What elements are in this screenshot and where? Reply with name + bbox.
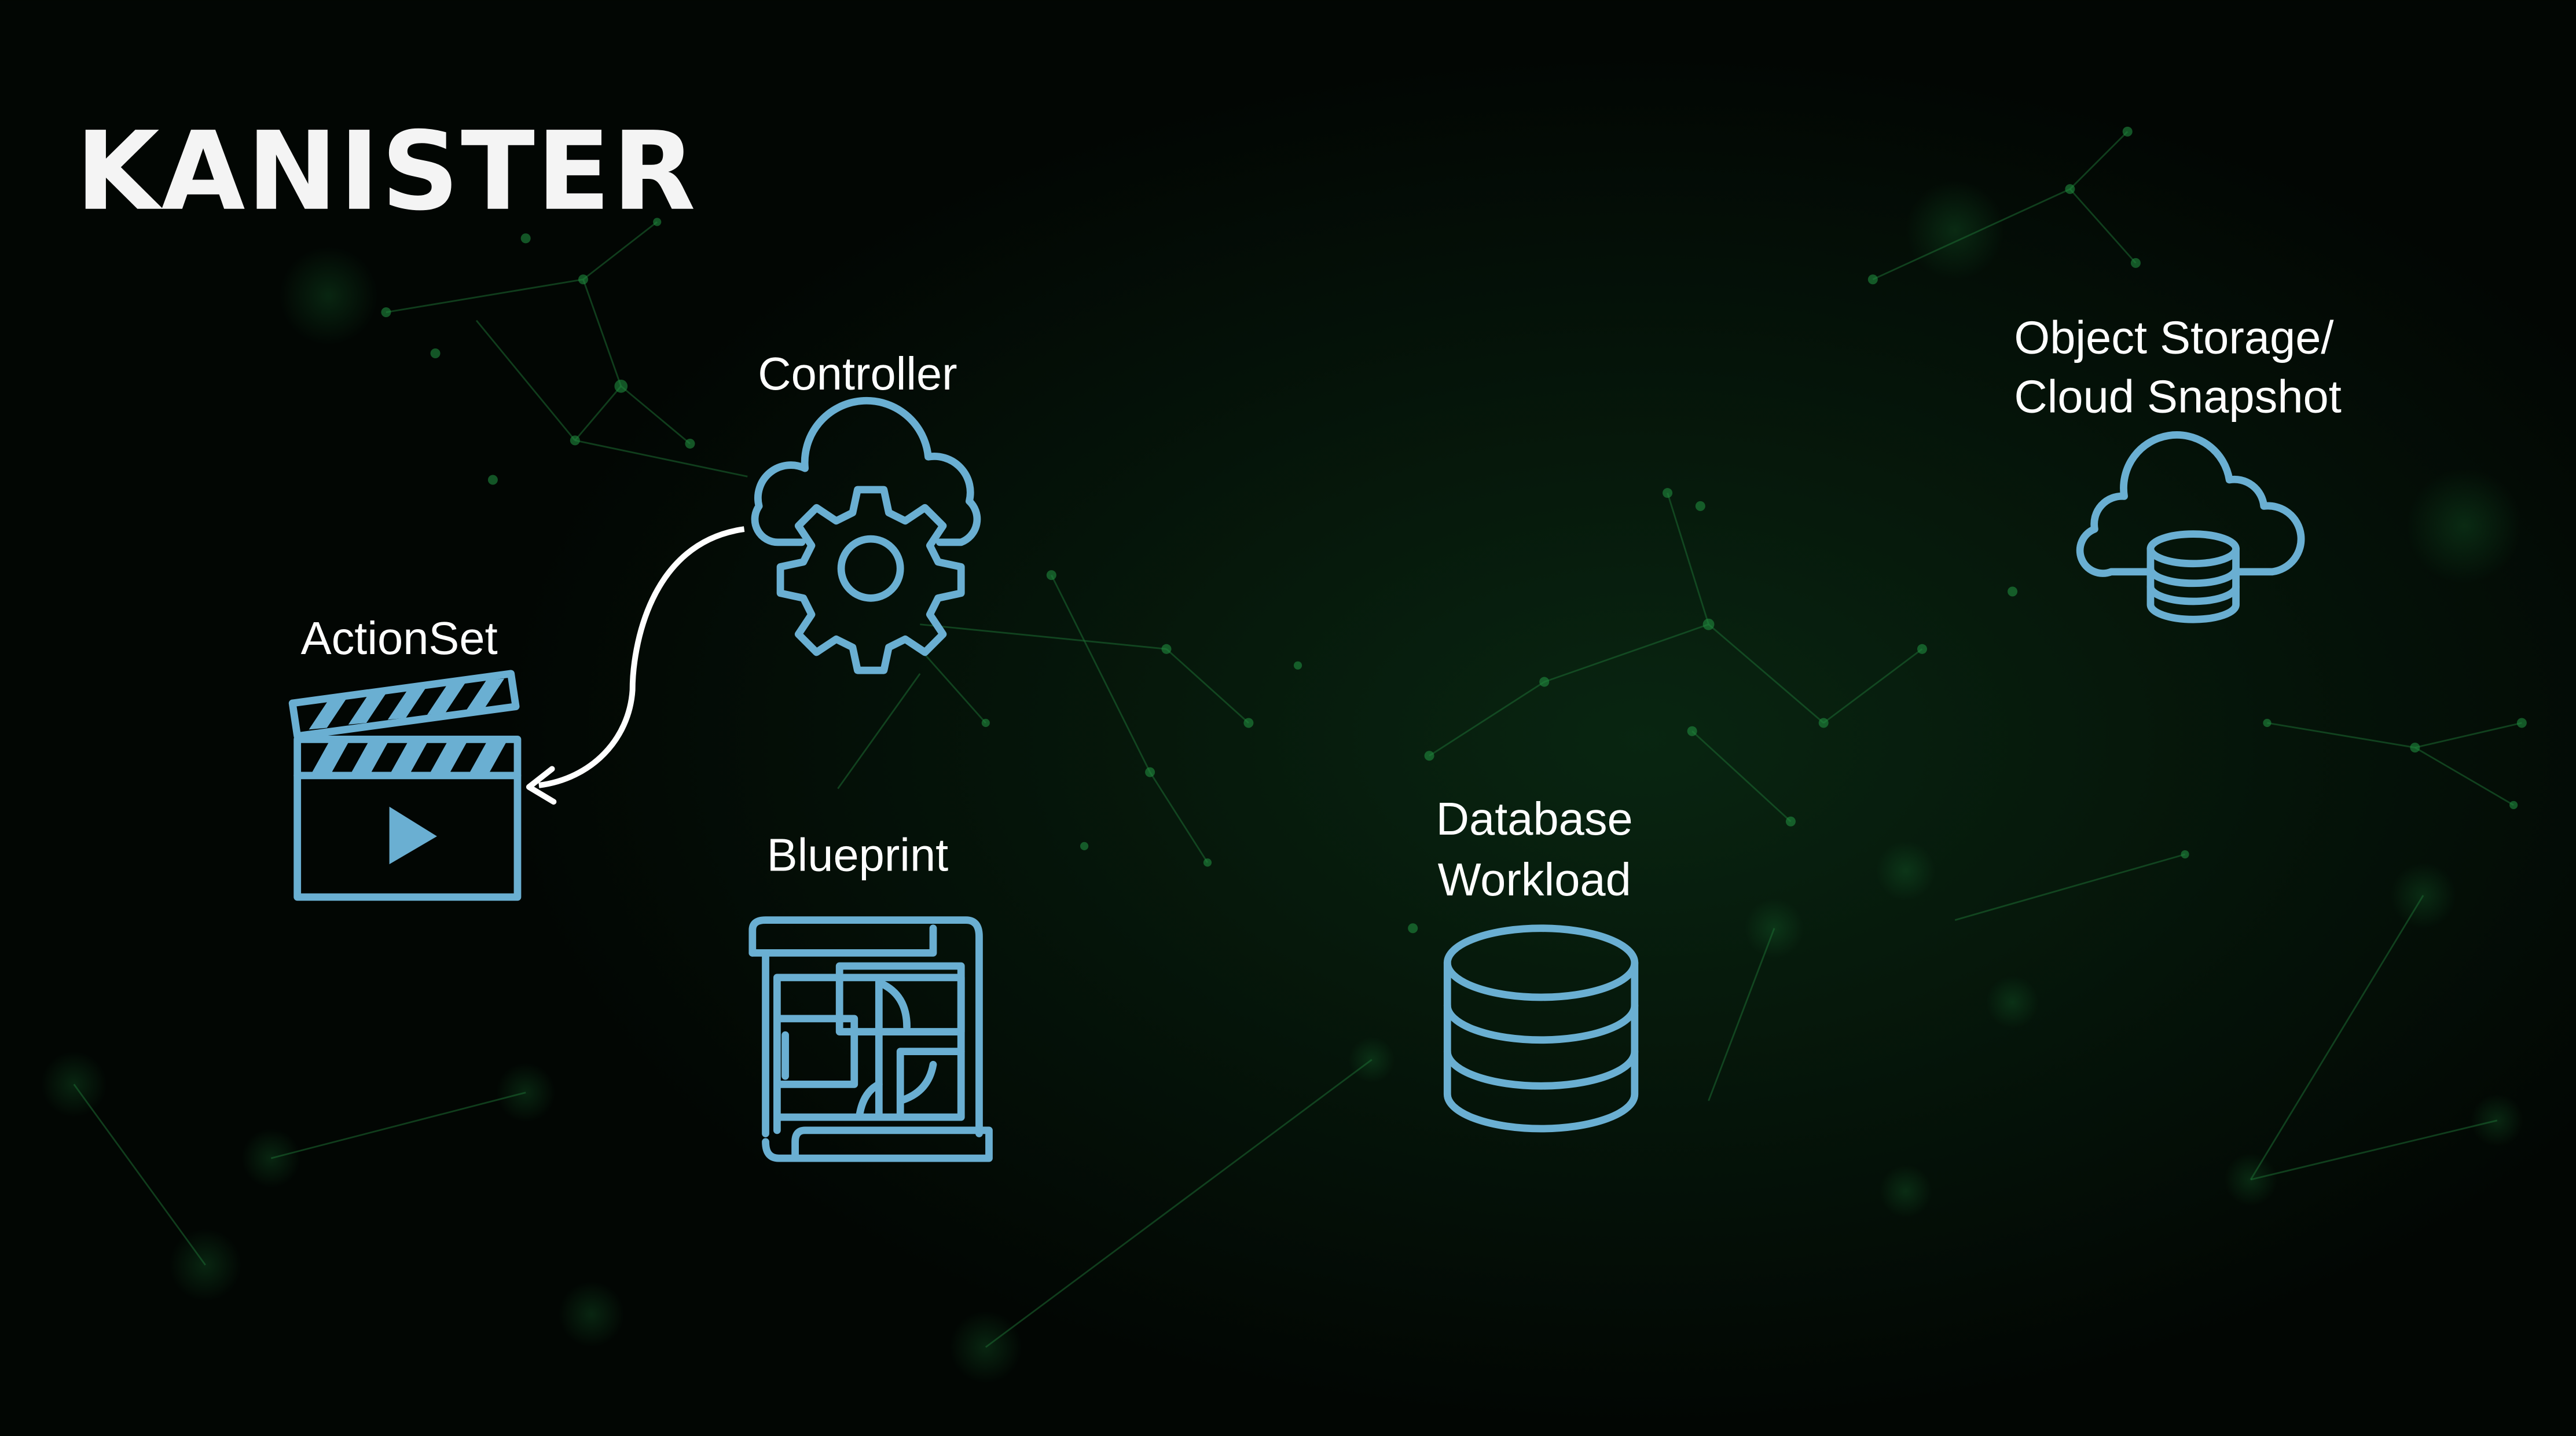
actionset-node: ActionSet bbox=[288, 612, 522, 901]
blueprint-node: Blueprint bbox=[748, 829, 993, 1162]
database-label-line2: Workload bbox=[1438, 854, 1631, 905]
clapperboard-icon bbox=[288, 670, 522, 901]
play-icon bbox=[389, 806, 437, 865]
database-node: Database Workload bbox=[1436, 793, 1639, 1133]
cloud-database-icon bbox=[2076, 431, 2305, 623]
database-icon bbox=[1443, 924, 1639, 1133]
kanister-logo: KANISTER bbox=[76, 109, 698, 235]
controller-label: Controller bbox=[758, 348, 957, 399]
storage-label-line2: Cloud Snapshot bbox=[2014, 371, 2341, 423]
controller-to-actionset-arrow bbox=[526, 526, 745, 805]
storage-label-line1: Object Storage/ bbox=[2014, 311, 2334, 363]
storage-node: Object Storage/ Cloud Snapshot bbox=[2014, 311, 2342, 623]
controller-node: Controller bbox=[751, 348, 981, 674]
cloud-gear-icon bbox=[751, 396, 981, 674]
database-label-line1: Database bbox=[1436, 793, 1633, 844]
actionset-label: ActionSet bbox=[301, 612, 498, 664]
blueprint-icon bbox=[748, 916, 993, 1162]
network-background bbox=[41, 126, 2527, 1383]
blueprint-label: Blueprint bbox=[767, 829, 949, 880]
